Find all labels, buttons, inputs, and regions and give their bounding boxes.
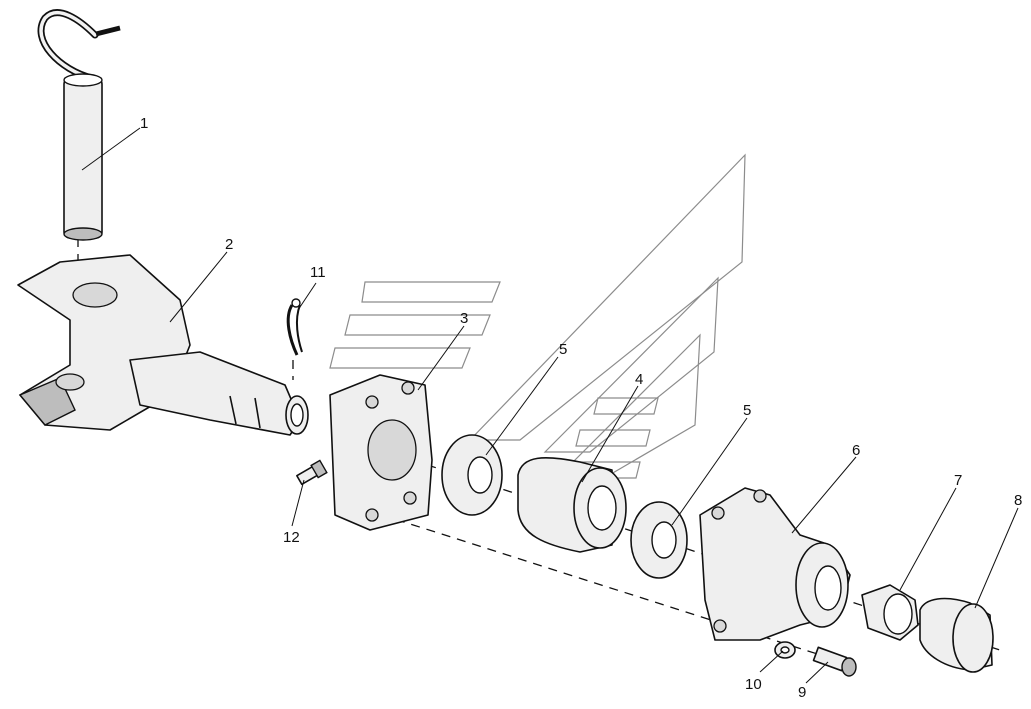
part-12-grease-nipple (296, 459, 328, 486)
part-7-castle-nut (861, 584, 919, 641)
callout-5-left: 5 (559, 341, 567, 358)
callout-3: 3 (460, 310, 468, 327)
part-5-washer-left (441, 434, 503, 516)
leader-lines (81, 127, 1019, 684)
part-5-washer-right (630, 501, 688, 579)
part-3-flange-plate (329, 374, 433, 531)
callout-5-right: 5 (743, 402, 751, 419)
callout-11: 11 (310, 264, 326, 281)
part-9-bolt (812, 646, 857, 677)
callout-12: 12 (283, 529, 300, 546)
callout-6: 6 (852, 442, 860, 459)
part-4-bushing (517, 457, 627, 553)
callout-1: 1 (140, 115, 148, 132)
part-6-hub-housing (699, 487, 851, 641)
callout-numbers: 1 2 3 4 5 5 6 7 8 9 10 11 12 (140, 115, 1022, 701)
callout-8: 8 (1014, 492, 1022, 509)
callout-2: 2 (225, 236, 233, 253)
part-8-hub-cap (919, 597, 994, 673)
callout-7: 7 (954, 472, 962, 489)
callout-9: 9 (798, 684, 806, 701)
part-2-axle-bracket (17, 254, 309, 436)
callout-10: 10 (745, 676, 762, 693)
callout-4: 4 (635, 371, 643, 388)
part-1-pin (37, 9, 121, 241)
